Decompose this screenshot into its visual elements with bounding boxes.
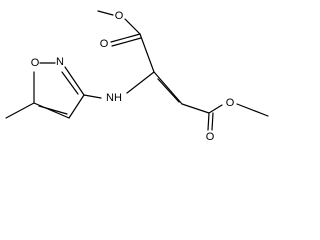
bond-ring-c5-c4 [33,102,70,119]
bond-ring-c5-c4-inner [38,105,68,115]
bond-ring-c3-n [64,66,85,96]
chemical-structure: O O O O NH O N [5,10,269,143]
bond-bottom-carbonyl-double-b [211,112,214,131]
bond-top-carbonyl-double-a [110,33,141,43]
bond-top-o-carbonyl [124,18,141,35]
bond-bottom-carbonyl-o [208,104,223,114]
bond-top-carbonyl-double-b [111,37,142,47]
bond-top-methyl-o [97,10,114,16]
bond-nh-ring [83,94,102,99]
bond-bottom-carbonyl-double-a [207,112,210,131]
bond-bottom-o-methyl [236,103,269,117]
bond-c3-to-bottom-carbonyl [181,103,210,114]
bond-ring-c3-n-inner [61,71,79,95]
bond-carbonyl-to-c2 [139,33,155,73]
bond-ring-c4-c3 [68,94,85,119]
atom-o-bottom-carbonyl: O [206,131,215,143]
atom-o-top-carbonyl: O [100,38,109,50]
atom-o-bottom-ether: O [226,97,235,109]
bond-alkene-single [153,71,183,105]
atom-ring-o: O [31,57,40,69]
bond-ring-methyl [5,102,35,119]
bond-alkene-double [157,78,180,103]
structure-canvas: O O O O NH O N [5,10,269,143]
atom-o-top-ether: O [115,10,124,22]
bond-c2-nh [126,71,155,94]
atom-nh: NH [106,92,122,104]
atom-ring-n: N [56,56,64,68]
